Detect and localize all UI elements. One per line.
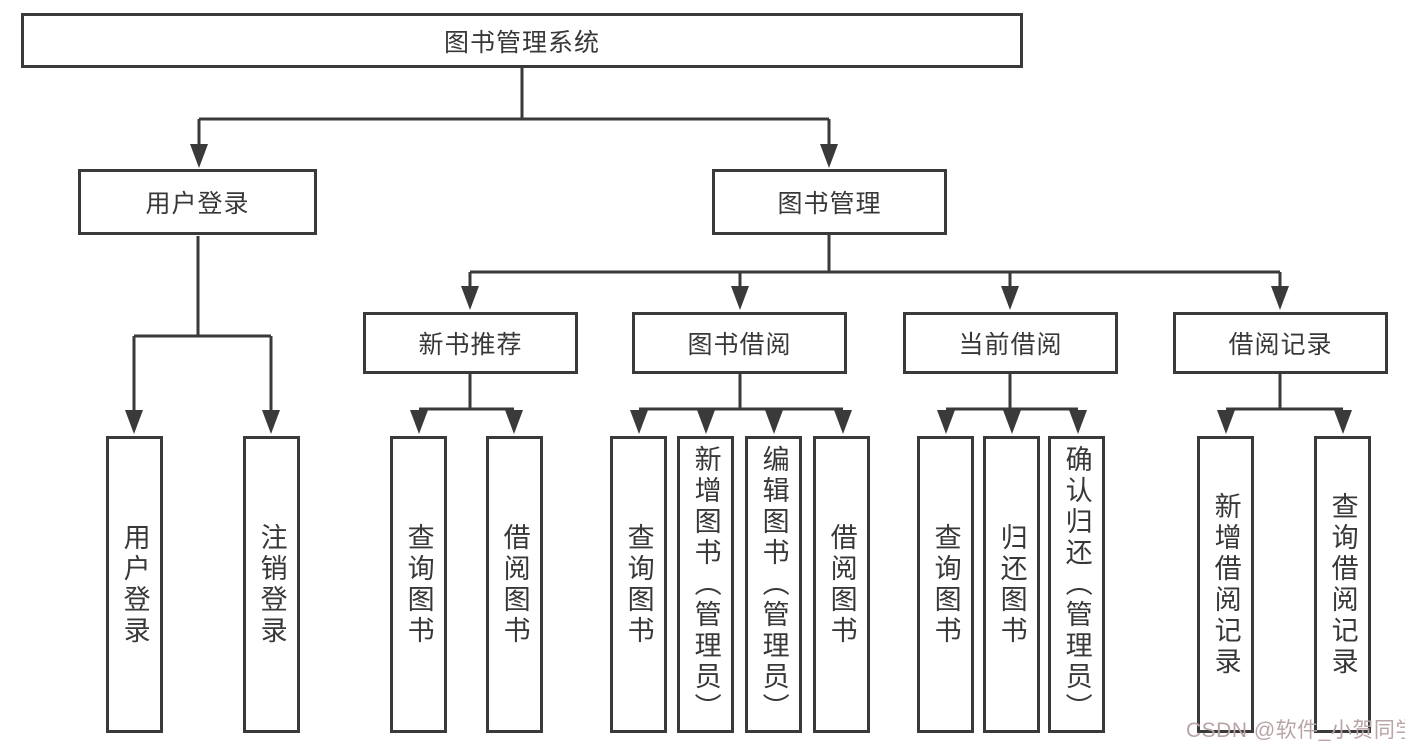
connector-records-to-leaves (1226, 374, 1343, 411)
leaf-cb-confirm-return-admin: 确认归还（管理员） (1048, 436, 1105, 733)
node-user-login: 用户登录 (78, 169, 317, 235)
leaf-label: 新增借阅记录 (1210, 491, 1241, 678)
node-label: 当前借阅 (958, 331, 1063, 359)
node-borrowing-records: 借阅记录 (1173, 312, 1388, 374)
leaf-bb-add-books-admin: 新增图书（管理员） (677, 436, 734, 733)
node-label: 新书推荐 (418, 331, 523, 359)
leaf-bb-borrow-books: 借阅图书 (813, 436, 870, 733)
connector-current-to-leaves (946, 374, 1078, 411)
leaf-label: 归还图书 (996, 522, 1027, 647)
leaf-label: 借阅图书 (499, 522, 530, 647)
leaf-logout: 注销登录 (243, 436, 300, 733)
node-current-borrowing: 当前借阅 (903, 312, 1118, 374)
connector-userlogin-to-leaves (132, 236, 273, 412)
leaf-label: 查询借阅记录 (1327, 491, 1358, 678)
node-label: 用户登录 (145, 190, 250, 218)
leaf-nb-borrow-books: 借阅图书 (486, 436, 543, 733)
leaf-label: 查询图书 (623, 522, 654, 647)
node-label: 图书管理系统 (443, 28, 600, 57)
leaf-user-login: 用户登录 (106, 436, 163, 733)
connector-root-to-level2 (197, 68, 831, 146)
leaf-label: 查询图书 (403, 522, 434, 647)
leaf-cb-query-books: 查询图书 (917, 436, 974, 733)
leaf-bb-edit-books-admin: 编辑图书（管理员） (745, 436, 802, 733)
leaf-label: 编辑图书（管理员） (758, 445, 789, 724)
node-label: 图书管理 (777, 190, 882, 218)
node-book-management: 图书管理 (712, 169, 947, 235)
leaf-label: 注销登录 (256, 522, 287, 647)
watermark-csdn: CSDN @软件_小贺同学 (1186, 719, 1405, 742)
node-book-borrowing: 图书借阅 (632, 312, 847, 374)
leaf-br-add-record: 新增借阅记录 (1197, 436, 1254, 733)
node-label: 借阅记录 (1228, 331, 1333, 359)
connector-bookmgmt-to-level3 (468, 233, 1282, 288)
node-new-book-recommend: 新书推荐 (363, 312, 578, 374)
node-label: 图书借阅 (687, 331, 792, 359)
leaf-label: 查询图书 (930, 522, 961, 647)
leaf-label: 用户登录 (119, 522, 150, 647)
node-library-management-system: 图书管理系统 (21, 13, 1023, 68)
leaf-cb-return-books: 归还图书 (983, 436, 1040, 733)
connector-newbook-to-leaves (419, 374, 514, 411)
leaf-bb-query-books: 查询图书 (610, 436, 667, 733)
connector-borrowing-to-leaves (639, 374, 843, 411)
leaf-nb-query-books: 查询图书 (390, 436, 447, 733)
leaf-label: 新增图书（管理员） (690, 445, 721, 724)
leaf-label: 确认归还（管理员） (1061, 445, 1092, 724)
leaf-br-query-record: 查询借阅记录 (1314, 436, 1371, 733)
leaf-label: 借阅图书 (826, 522, 857, 647)
